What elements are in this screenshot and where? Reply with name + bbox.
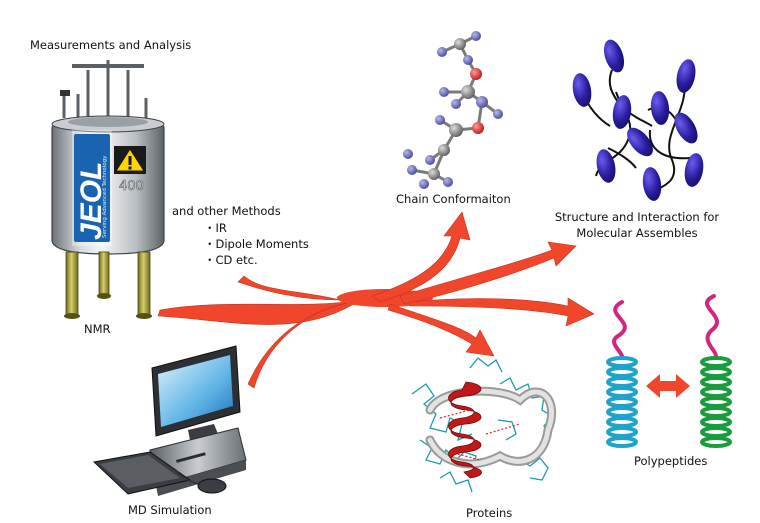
polypeptides-label: Polypeptides [634, 454, 708, 468]
magnet-legs [64, 251, 152, 319]
jeol-tagline: Serving Advanced Technology [102, 155, 108, 238]
alpha-helix-icon-left [606, 300, 638, 448]
md-simulation-label: MD Simulation [128, 503, 212, 517]
arrow-to-assemblies [399, 241, 577, 305]
proteins-label: Proteins [466, 506, 513, 520]
nmr-model-number: 400 [119, 179, 144, 194]
structure-label-line1: Structure and Interaction for [554, 210, 720, 224]
ellipsoid-chain-assembly-icon [572, 39, 704, 201]
arrow-to-proteins [387, 303, 495, 357]
other-methods-title: and other Methods [172, 204, 281, 218]
chain-conformation-label: Chain Conformaiton [396, 192, 511, 206]
double-arrow-icon [646, 374, 690, 398]
alpha-helix-icon-right [700, 294, 732, 448]
jeol-logo-band [74, 134, 110, 242]
flow-arrows [157, 211, 595, 389]
arrow-from-nmr [157, 299, 361, 325]
method-dipole-moments: ・Dipole Moments [204, 237, 309, 251]
structure-interaction-label: Structure and Interaction for Molecular … [552, 210, 722, 240]
arrow-to-chain [371, 211, 471, 303]
ball-and-stick-molecule-icon [403, 31, 503, 189]
jeol-brand-text: JEOL [75, 162, 108, 240]
nmr-label: NMR [84, 322, 111, 336]
method-ir: ・IR [204, 221, 227, 235]
magnet-top-rods [62, 60, 148, 118]
protein-ribbon-icon [411, 357, 557, 493]
measurements-label: Measurements and Analysis [30, 38, 192, 52]
arrow-to-polypeptides [409, 297, 595, 327]
desktop-computer-icon [92, 345, 247, 496]
method-cd: ・CD etc. [204, 253, 258, 267]
nmr-magnet: JEOL Serving Advanced Technology 400 [51, 60, 165, 319]
arrow-from-methods [237, 275, 341, 301]
warning-triangle-icon [114, 146, 146, 174]
magnet-knob [60, 90, 70, 96]
structure-label-line2: Molecular Assembles [576, 226, 698, 240]
